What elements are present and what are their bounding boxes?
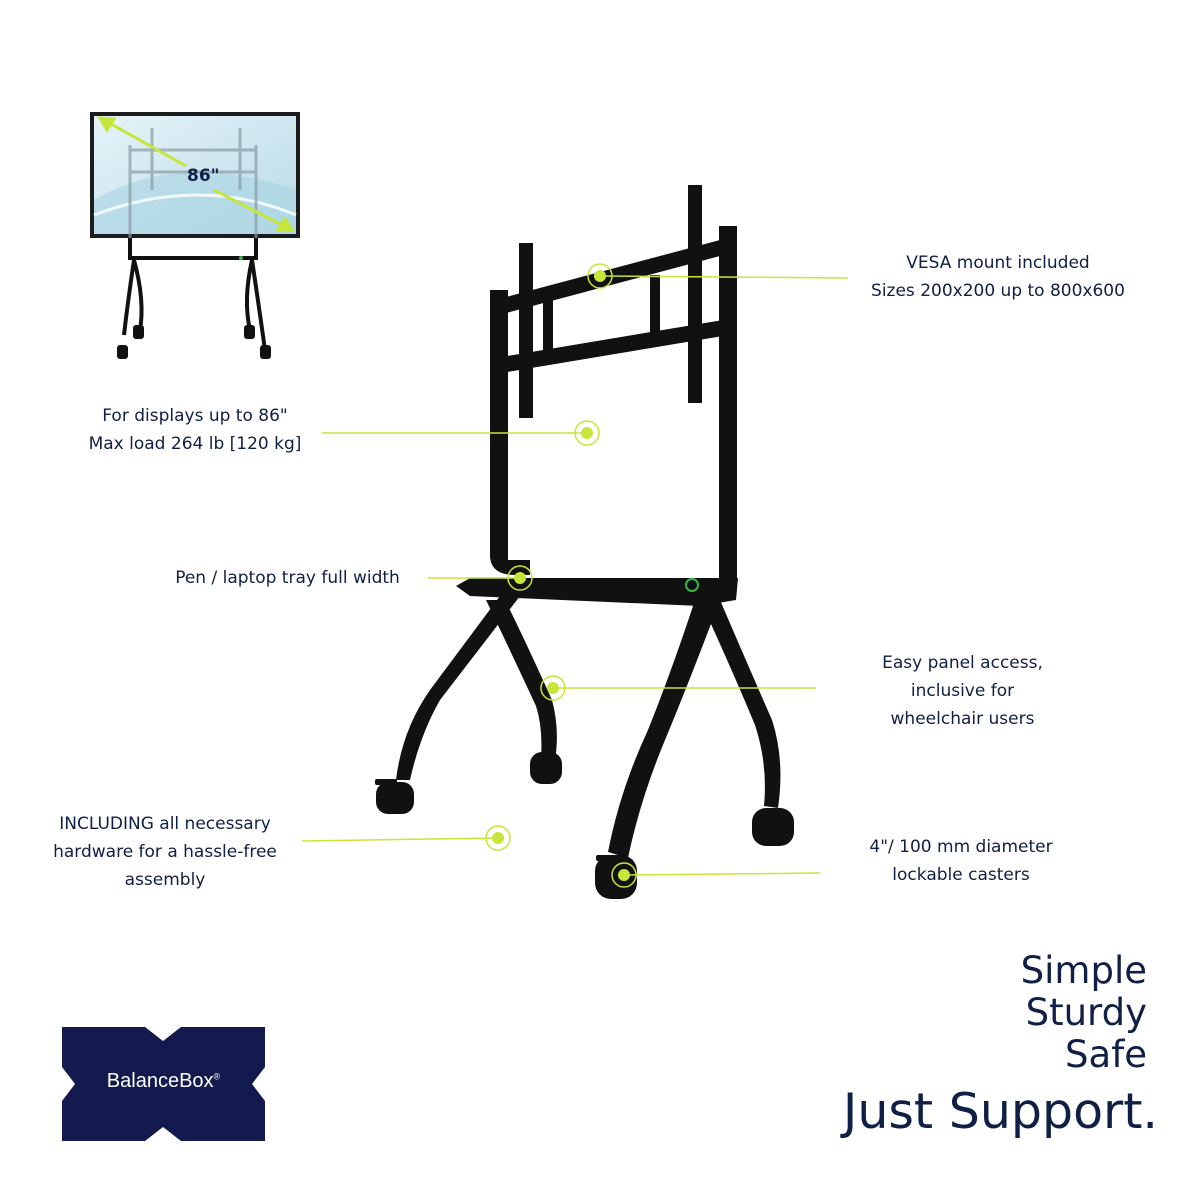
size-arrow-icon — [97, 116, 295, 232]
marker-tray — [507, 565, 533, 591]
callout-casters: 4"/ 100 mm diameter lockable casters — [836, 833, 1086, 889]
callout-markers — [485, 263, 637, 888]
callout-casters-line1: 4"/ 100 mm diameter — [869, 837, 1053, 857]
callout-access-line3: wheelchair users — [890, 709, 1035, 729]
tagline-sturdy: Sturdy — [1025, 991, 1147, 1034]
marker-access — [540, 675, 566, 701]
callout-displays-line2: Max load 264 lb [120 kg] — [88, 434, 302, 454]
thumbnail-stand — [90, 112, 300, 359]
callout-tray: Pen / laptop tray full width — [150, 564, 425, 592]
marker-displays — [574, 420, 600, 446]
callout-displays-line1: For displays up to 86" — [102, 406, 288, 426]
callout-vesa: VESA mount included Sizes 200x200 up to … — [848, 249, 1148, 305]
tagline-safe: Safe — [1065, 1033, 1147, 1076]
callout-lines — [301, 275, 849, 876]
logo-registered-mark: ® — [213, 1071, 221, 1082]
callout-access-line2: inclusive for — [910, 681, 1015, 701]
callout-tray-line1: Pen / laptop tray full width — [175, 568, 400, 588]
marker-hardware — [485, 825, 511, 851]
callout-vesa-line1: VESA mount included — [906, 253, 1090, 273]
tagline-simple: Simple — [1020, 949, 1147, 992]
callout-access-line1: Easy panel access, — [882, 653, 1043, 673]
callout-hardware-line1: INCLUDING all necessary — [59, 814, 271, 834]
slogan: Just Support. — [842, 1083, 1158, 1140]
logo-badge — [62, 1027, 265, 1141]
brand-logo: BalanceBox® — [62, 1027, 265, 1141]
thumbnail-size-label: 86" — [187, 166, 220, 186]
callout-hardware: INCLUDING all necessary hardware for a h… — [30, 810, 300, 894]
marker-vesa — [587, 263, 613, 289]
callout-access: Easy panel access, inclusive for wheelch… — [830, 649, 1095, 733]
callout-hardware-line2: hardware for a hassle-free — [53, 842, 277, 862]
logo-brand-name: BalanceBox — [106, 1070, 214, 1092]
callout-hardware-line3: assembly — [124, 870, 206, 890]
callout-casters-line2: lockable casters — [892, 865, 1030, 885]
callout-vesa-line2: Sizes 200x200 up to 800x600 — [871, 281, 1125, 301]
callout-displays: For displays up to 86" Max load 264 lb [… — [60, 402, 330, 458]
main-stand — [375, 185, 794, 899]
tagline: Simple Sturdy Safe — [1021, 950, 1147, 1076]
marker-casters — [611, 862, 637, 888]
